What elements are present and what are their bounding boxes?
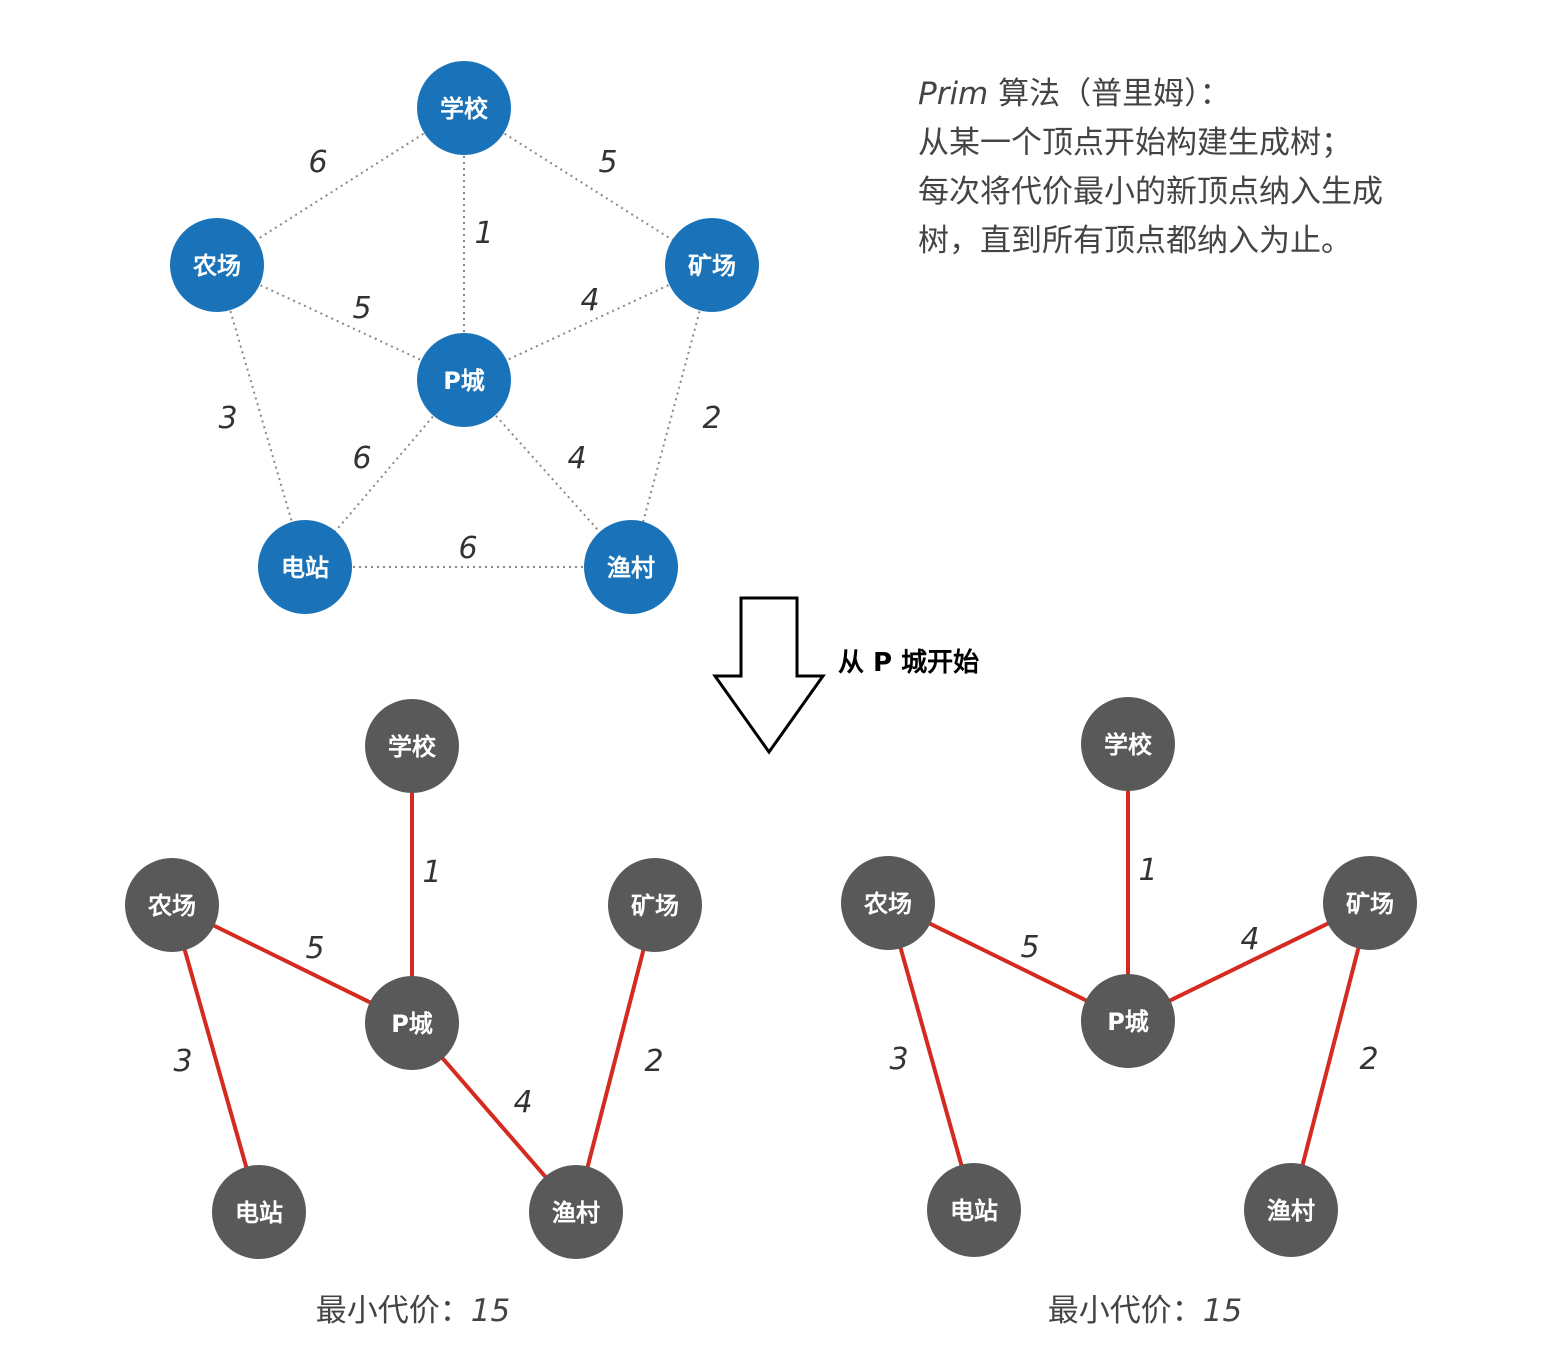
node-mine: [608, 858, 702, 952]
edge-weight-label: 3: [889, 1042, 908, 1077]
node-school: [417, 61, 511, 155]
edge-weight-label: 3: [173, 1044, 192, 1079]
edge-weight-label: 2: [1359, 1042, 1378, 1077]
algorithm-title-rest: 算法（普里姆）：: [988, 76, 1231, 112]
edge-weight-label: 5: [1020, 930, 1039, 965]
algorithm-name: Prim: [918, 76, 989, 112]
edge-weight-label: 4: [580, 283, 599, 318]
node-village: [1244, 1163, 1338, 1257]
node-label-mine: 矿场: [1346, 890, 1394, 918]
edge-weight-label: 4: [567, 441, 586, 476]
node-school: [365, 699, 459, 793]
node-label-farm: 农场: [192, 252, 241, 280]
node-label-station: 电站: [950, 1197, 998, 1225]
node-school: [1081, 697, 1175, 791]
node-mine: [1323, 856, 1417, 950]
edge-weight-label: 4: [1240, 922, 1259, 957]
cost-label: 最小代价：: [1047, 1293, 1203, 1329]
edge-mine-village: [630, 264, 713, 568]
edge-weight-label: 3: [218, 401, 237, 436]
arrow-label: 从 P 城开始: [838, 648, 980, 678]
edge-weight-label: 1: [474, 216, 493, 251]
down-arrow-icon: [712, 596, 826, 755]
edge-weight-label: 5: [352, 291, 371, 326]
edge-mine-village: [574, 904, 657, 1213]
node-label-village: 渔村: [1267, 1197, 1315, 1225]
edge-weight-label: 1: [422, 855, 441, 890]
node-farm: [125, 858, 219, 952]
node-pcity: [365, 976, 459, 1070]
node-village: [529, 1165, 623, 1259]
edge-weight-label: 5: [598, 145, 617, 180]
node-label-school: 学校: [388, 733, 437, 761]
edge-farm-station: [216, 264, 306, 568]
edge-farm-station: [170, 904, 261, 1213]
edge-mine-village: [1289, 902, 1372, 1211]
node-label-pcity: P城: [1107, 1008, 1149, 1036]
edge-weight-label: 6: [308, 145, 327, 180]
node-label-station: 电站: [235, 1199, 283, 1227]
node-label-pcity: P城: [443, 367, 485, 395]
edge-weight-label: 4: [513, 1085, 532, 1120]
edge-weight-label: 1: [1138, 853, 1157, 888]
node-village: [584, 520, 678, 614]
node-label-farm: 农场: [863, 890, 912, 918]
edge-school-mine: [463, 107, 713, 266]
edge-weight-label: 6: [352, 441, 371, 476]
edge-school-farm: [216, 107, 465, 266]
node-label-mine: 矿场: [631, 892, 679, 920]
edge-weight-label: 2: [644, 1044, 663, 1079]
description-line-1: 从某一个顶点开始构建生成树；: [918, 125, 1352, 161]
edge-weight-label: 6: [458, 531, 477, 566]
node-pcity: [417, 333, 511, 427]
cost-value: 15: [470, 1293, 511, 1329]
node-label-station: 电站: [281, 554, 329, 582]
node-label-mine: 矿场: [688, 252, 736, 280]
node-station: [212, 1165, 306, 1259]
node-label-school: 学校: [1104, 731, 1153, 759]
cost-value: 15: [1202, 1293, 1243, 1329]
node-label-village: 渔村: [552, 1199, 600, 1227]
node-label-pcity: P城: [391, 1010, 433, 1038]
algorithm-description: Prim 算法（普里姆）： 从某一个顶点开始构建生成树； 每次将代价最小的新顶点…: [918, 70, 1518, 266]
node-mine: [665, 218, 759, 312]
description-title: Prim 算法（普里姆）：: [918, 70, 1518, 119]
edge-weight-label: 2: [702, 401, 721, 436]
node-farm: [170, 218, 264, 312]
node-label-farm: 农场: [147, 892, 196, 920]
edge-weight-label: 5: [305, 931, 324, 966]
node-station: [927, 1163, 1021, 1257]
node-farm: [841, 856, 935, 950]
result-1-cost: 最小代价：15: [213, 1285, 613, 1330]
description-line-3: 树，直到所有顶点都纳入为止。: [918, 223, 1352, 259]
description-line-2: 每次将代价最小的新顶点纳入生成: [918, 174, 1383, 210]
node-label-school: 学校: [440, 95, 489, 123]
node-pcity: [1081, 974, 1175, 1068]
cost-label: 最小代价：: [315, 1293, 471, 1329]
edge-farm-station: [886, 902, 976, 1211]
result-2-cost: 最小代价：15: [945, 1285, 1345, 1330]
node-label-village: 渔村: [607, 554, 655, 582]
node-station: [258, 520, 352, 614]
